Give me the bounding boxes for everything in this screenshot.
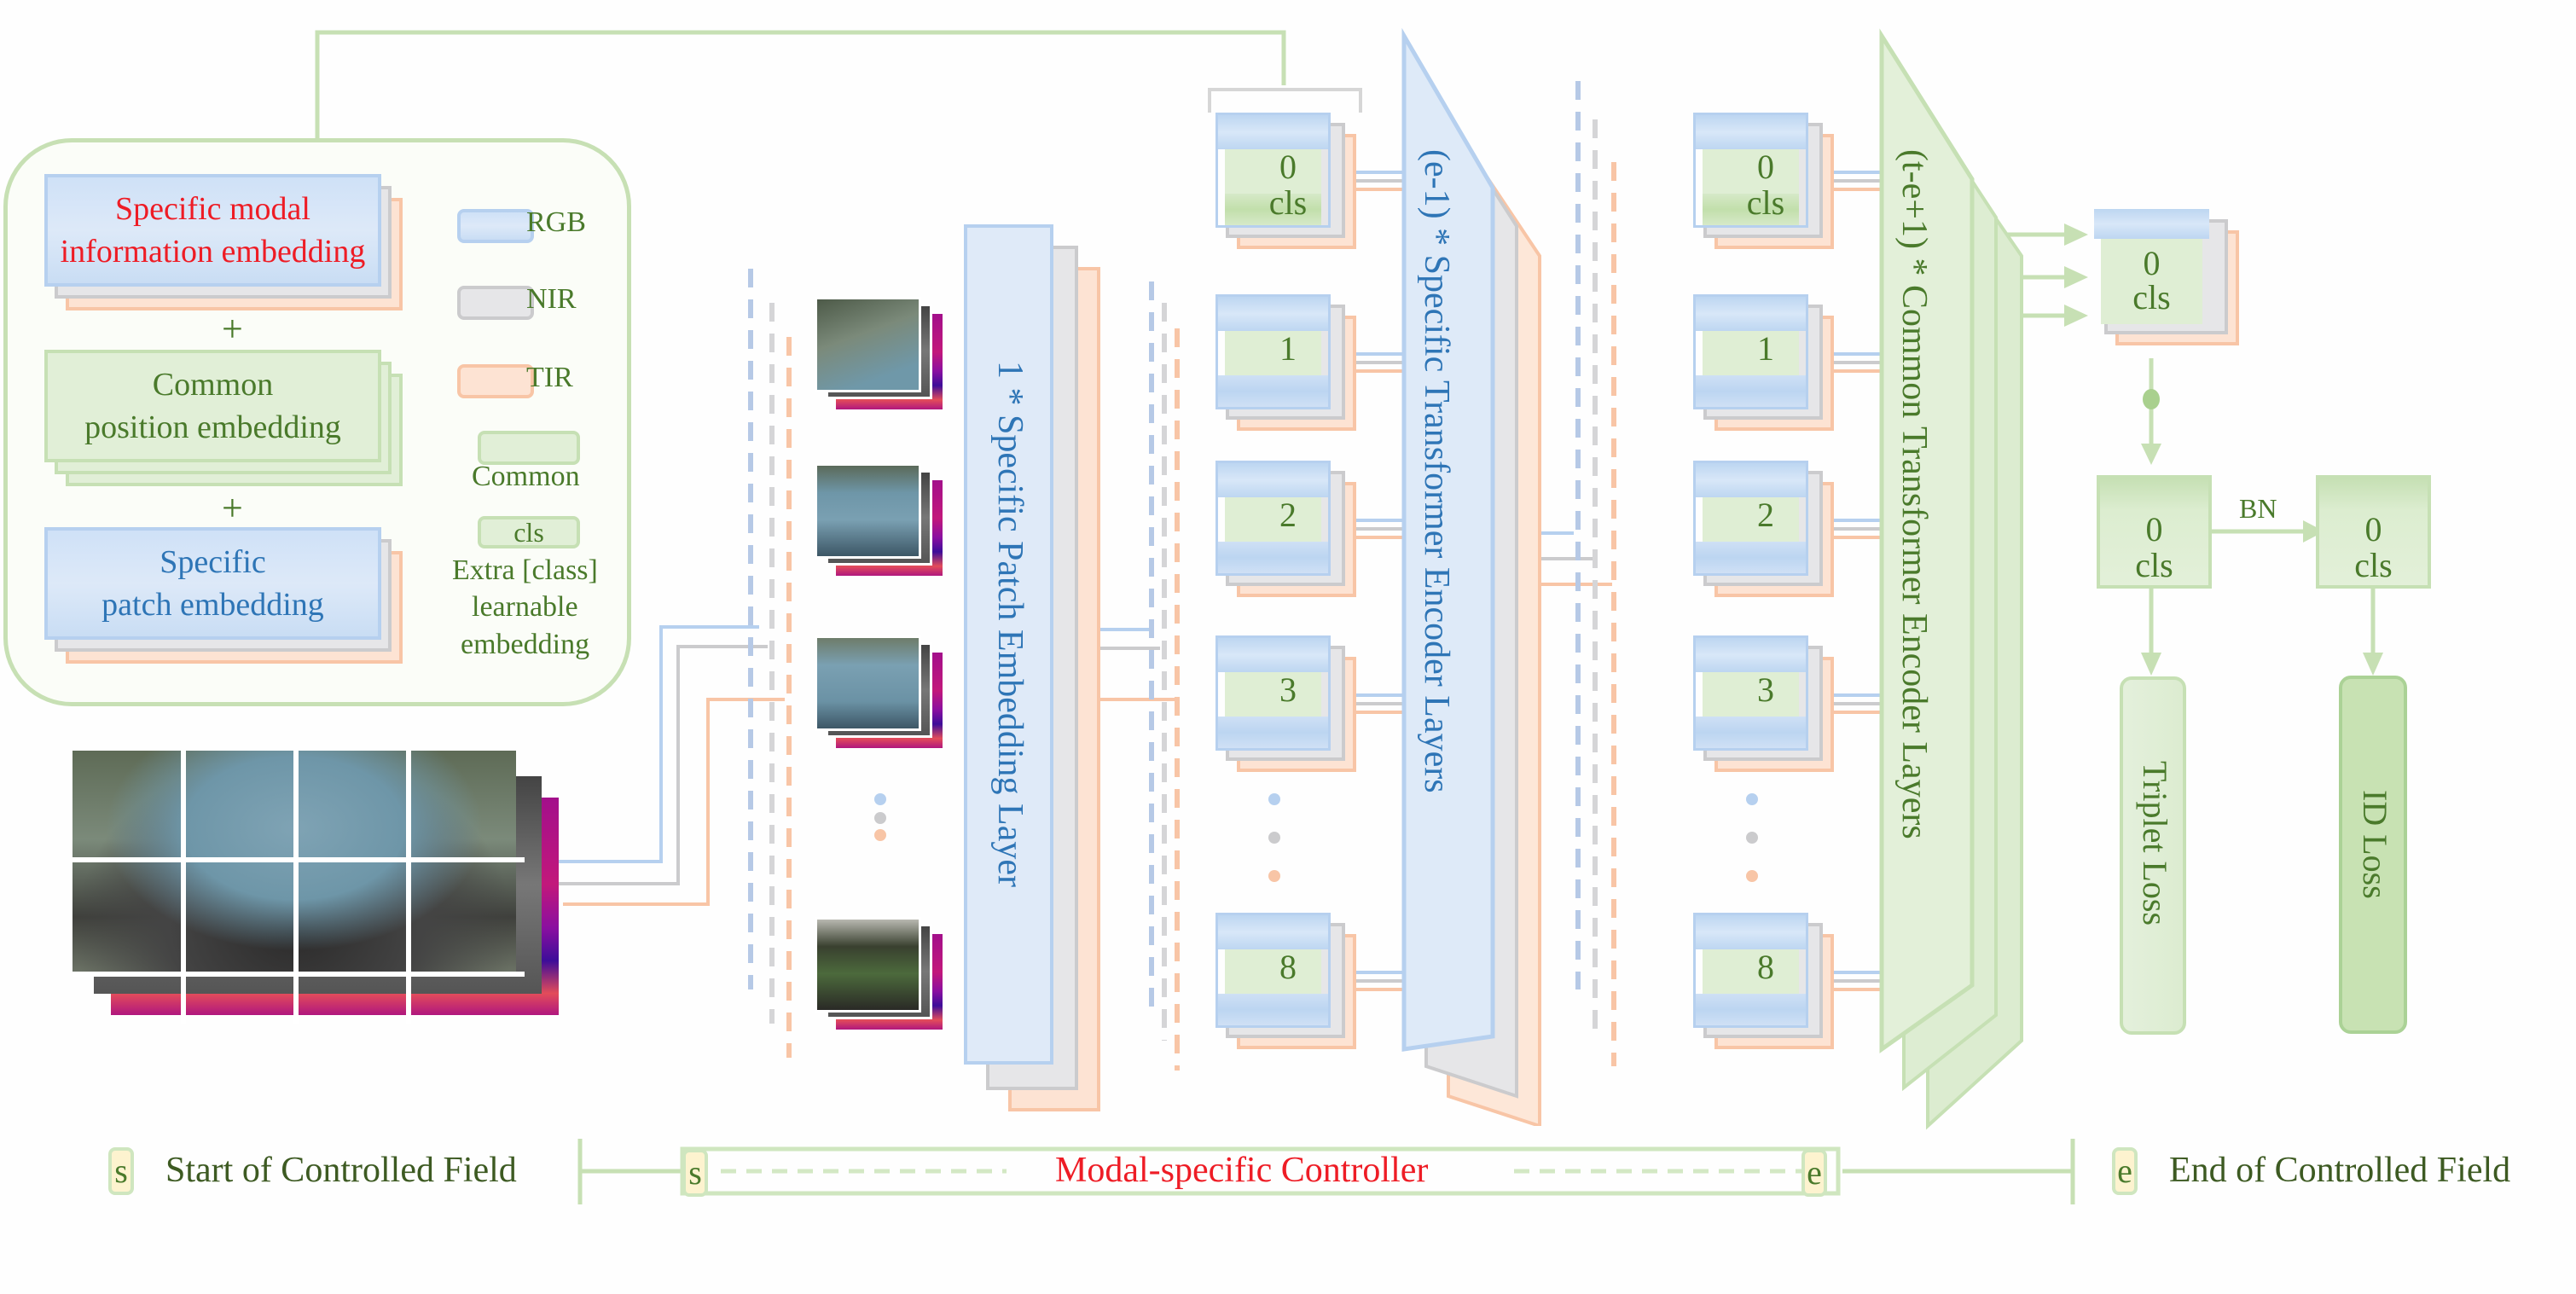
common-encoder-shape	[1879, 28, 2023, 1130]
bn-label: BN	[2239, 493, 2277, 524]
modal-embedding-line2: information embedding	[60, 234, 366, 270]
token-stack: 3	[1215, 635, 1361, 772]
ellipsis-dot	[1746, 793, 1758, 805]
ellipsis-dot	[1746, 870, 1758, 882]
top-bracket	[1208, 88, 1362, 113]
controller-end-marker: e	[1801, 1149, 1827, 1197]
tir-label: TIR	[526, 362, 573, 393]
image-patch	[815, 297, 947, 409]
ellipsis-dot	[874, 829, 886, 841]
token-index: 3	[1279, 670, 1297, 709]
token-index: 0	[1279, 148, 1297, 186]
patch-embedding-layer-label: 1 * Specific Patch Embedding Layer	[990, 361, 1030, 887]
ellipsis-dot	[1746, 832, 1758, 844]
token-stack: 1	[1693, 294, 1838, 431]
token-stack: 2	[1693, 461, 1838, 597]
common-swatch	[478, 431, 580, 465]
token-stack: 1	[1215, 294, 1361, 431]
image-patch	[815, 463, 947, 576]
modal-embedding-line1: Specific modal	[115, 191, 310, 227]
common-position-embedding: Common position embedding	[44, 350, 403, 486]
patch-embedding-layer: 1 * Specific Patch Embedding Layer	[964, 224, 1100, 1111]
ellipsis-dot	[1268, 793, 1280, 805]
image-patch	[815, 635, 947, 748]
specific-encoder-label: (e-1) * Specific Transformer Encoder Lay…	[1417, 149, 1456, 793]
rgb-label: RGB	[526, 206, 586, 238]
end-label: End of Controlled Field	[2169, 1151, 2511, 1190]
pre-bn-token: 0 cls	[2097, 475, 2212, 589]
image-patch	[815, 917, 947, 1030]
controller-label: Modal-specific Controller	[1055, 1151, 1429, 1190]
token-index: 8	[1279, 948, 1297, 986]
cls-description-line2: learnable	[472, 591, 578, 623]
plus-sign: +	[222, 487, 243, 529]
id-loss-block: ID Loss	[2339, 676, 2407, 1034]
common-label: Common	[472, 461, 580, 492]
start-marker-legend: s	[108, 1147, 134, 1195]
start-label: Start of Controlled Field	[165, 1151, 517, 1190]
post-bn-cls: cls	[2354, 546, 2393, 584]
end-marker-legend: e	[2112, 1147, 2138, 1195]
modal-information-embedding: Specific modal information embedding	[44, 174, 403, 310]
token-index: 8	[1757, 948, 1774, 986]
token-index: 1	[1279, 329, 1297, 368]
patch-embedding-line1: Specific	[160, 544, 266, 580]
token-index: 1	[1757, 329, 1774, 368]
triplet-loss-label: Triplet Loss	[2136, 761, 2174, 926]
ellipsis-dot	[874, 812, 886, 824]
token-stack: 2	[1215, 461, 1361, 597]
token-stack: 3	[1693, 635, 1838, 772]
controller-start-marker: s	[682, 1149, 708, 1197]
pre-bn-cls: cls	[2135, 546, 2173, 584]
nir-label: NIR	[526, 283, 577, 315]
patch-embedding-line2: patch embedding	[102, 587, 324, 623]
specific-patch-embedding: Specific patch embedding	[44, 527, 403, 664]
token-cls-label: cls	[1746, 183, 1785, 222]
ellipsis-dot	[1268, 870, 1280, 882]
output-token-index: 0	[2143, 244, 2161, 282]
cls-swatch: cls	[478, 516, 580, 548]
post-bn-token: 0 cls	[2316, 475, 2431, 589]
nir-swatch	[457, 286, 534, 320]
specific-encoder-shape	[1401, 27, 1541, 1126]
output-token-cls: cls	[2132, 278, 2171, 316]
top-connector	[315, 30, 1286, 138]
cls-description-line3: embedding	[461, 629, 590, 660]
token-stack: 8	[1693, 913, 1838, 1049]
token-index: 0	[1757, 148, 1774, 186]
token-cls-label: cls	[1268, 183, 1308, 222]
plus-sign: +	[222, 308, 243, 350]
ellipsis-dot	[1268, 832, 1280, 844]
cls-swatch-label: cls	[513, 516, 544, 548]
token-stack: 8	[1215, 913, 1361, 1049]
patch-grid	[73, 751, 525, 1024]
cls-description-line1: Extra [class]	[452, 554, 598, 586]
position-embedding-line2: position embedding	[84, 409, 341, 445]
post-bn-index: 0	[2364, 510, 2382, 548]
token-index: 2	[1757, 496, 1774, 534]
pre-bn-index: 0	[2145, 510, 2163, 548]
id-loss-label: ID Loss	[2356, 790, 2394, 899]
rgb-swatch	[457, 209, 534, 243]
token-index: 3	[1757, 670, 1774, 709]
tir-swatch	[457, 364, 534, 398]
token-index: 2	[1279, 496, 1297, 534]
ellipsis-dot	[874, 793, 886, 805]
output-cls-token: 0 cls	[2094, 209, 2239, 345]
position-embedding-line1: Common	[152, 367, 274, 403]
common-encoder-label: (t-e+1) * Common Transformer Encoder Lay…	[1894, 149, 1934, 839]
triplet-loss-block: Triplet Loss	[2120, 676, 2186, 1035]
